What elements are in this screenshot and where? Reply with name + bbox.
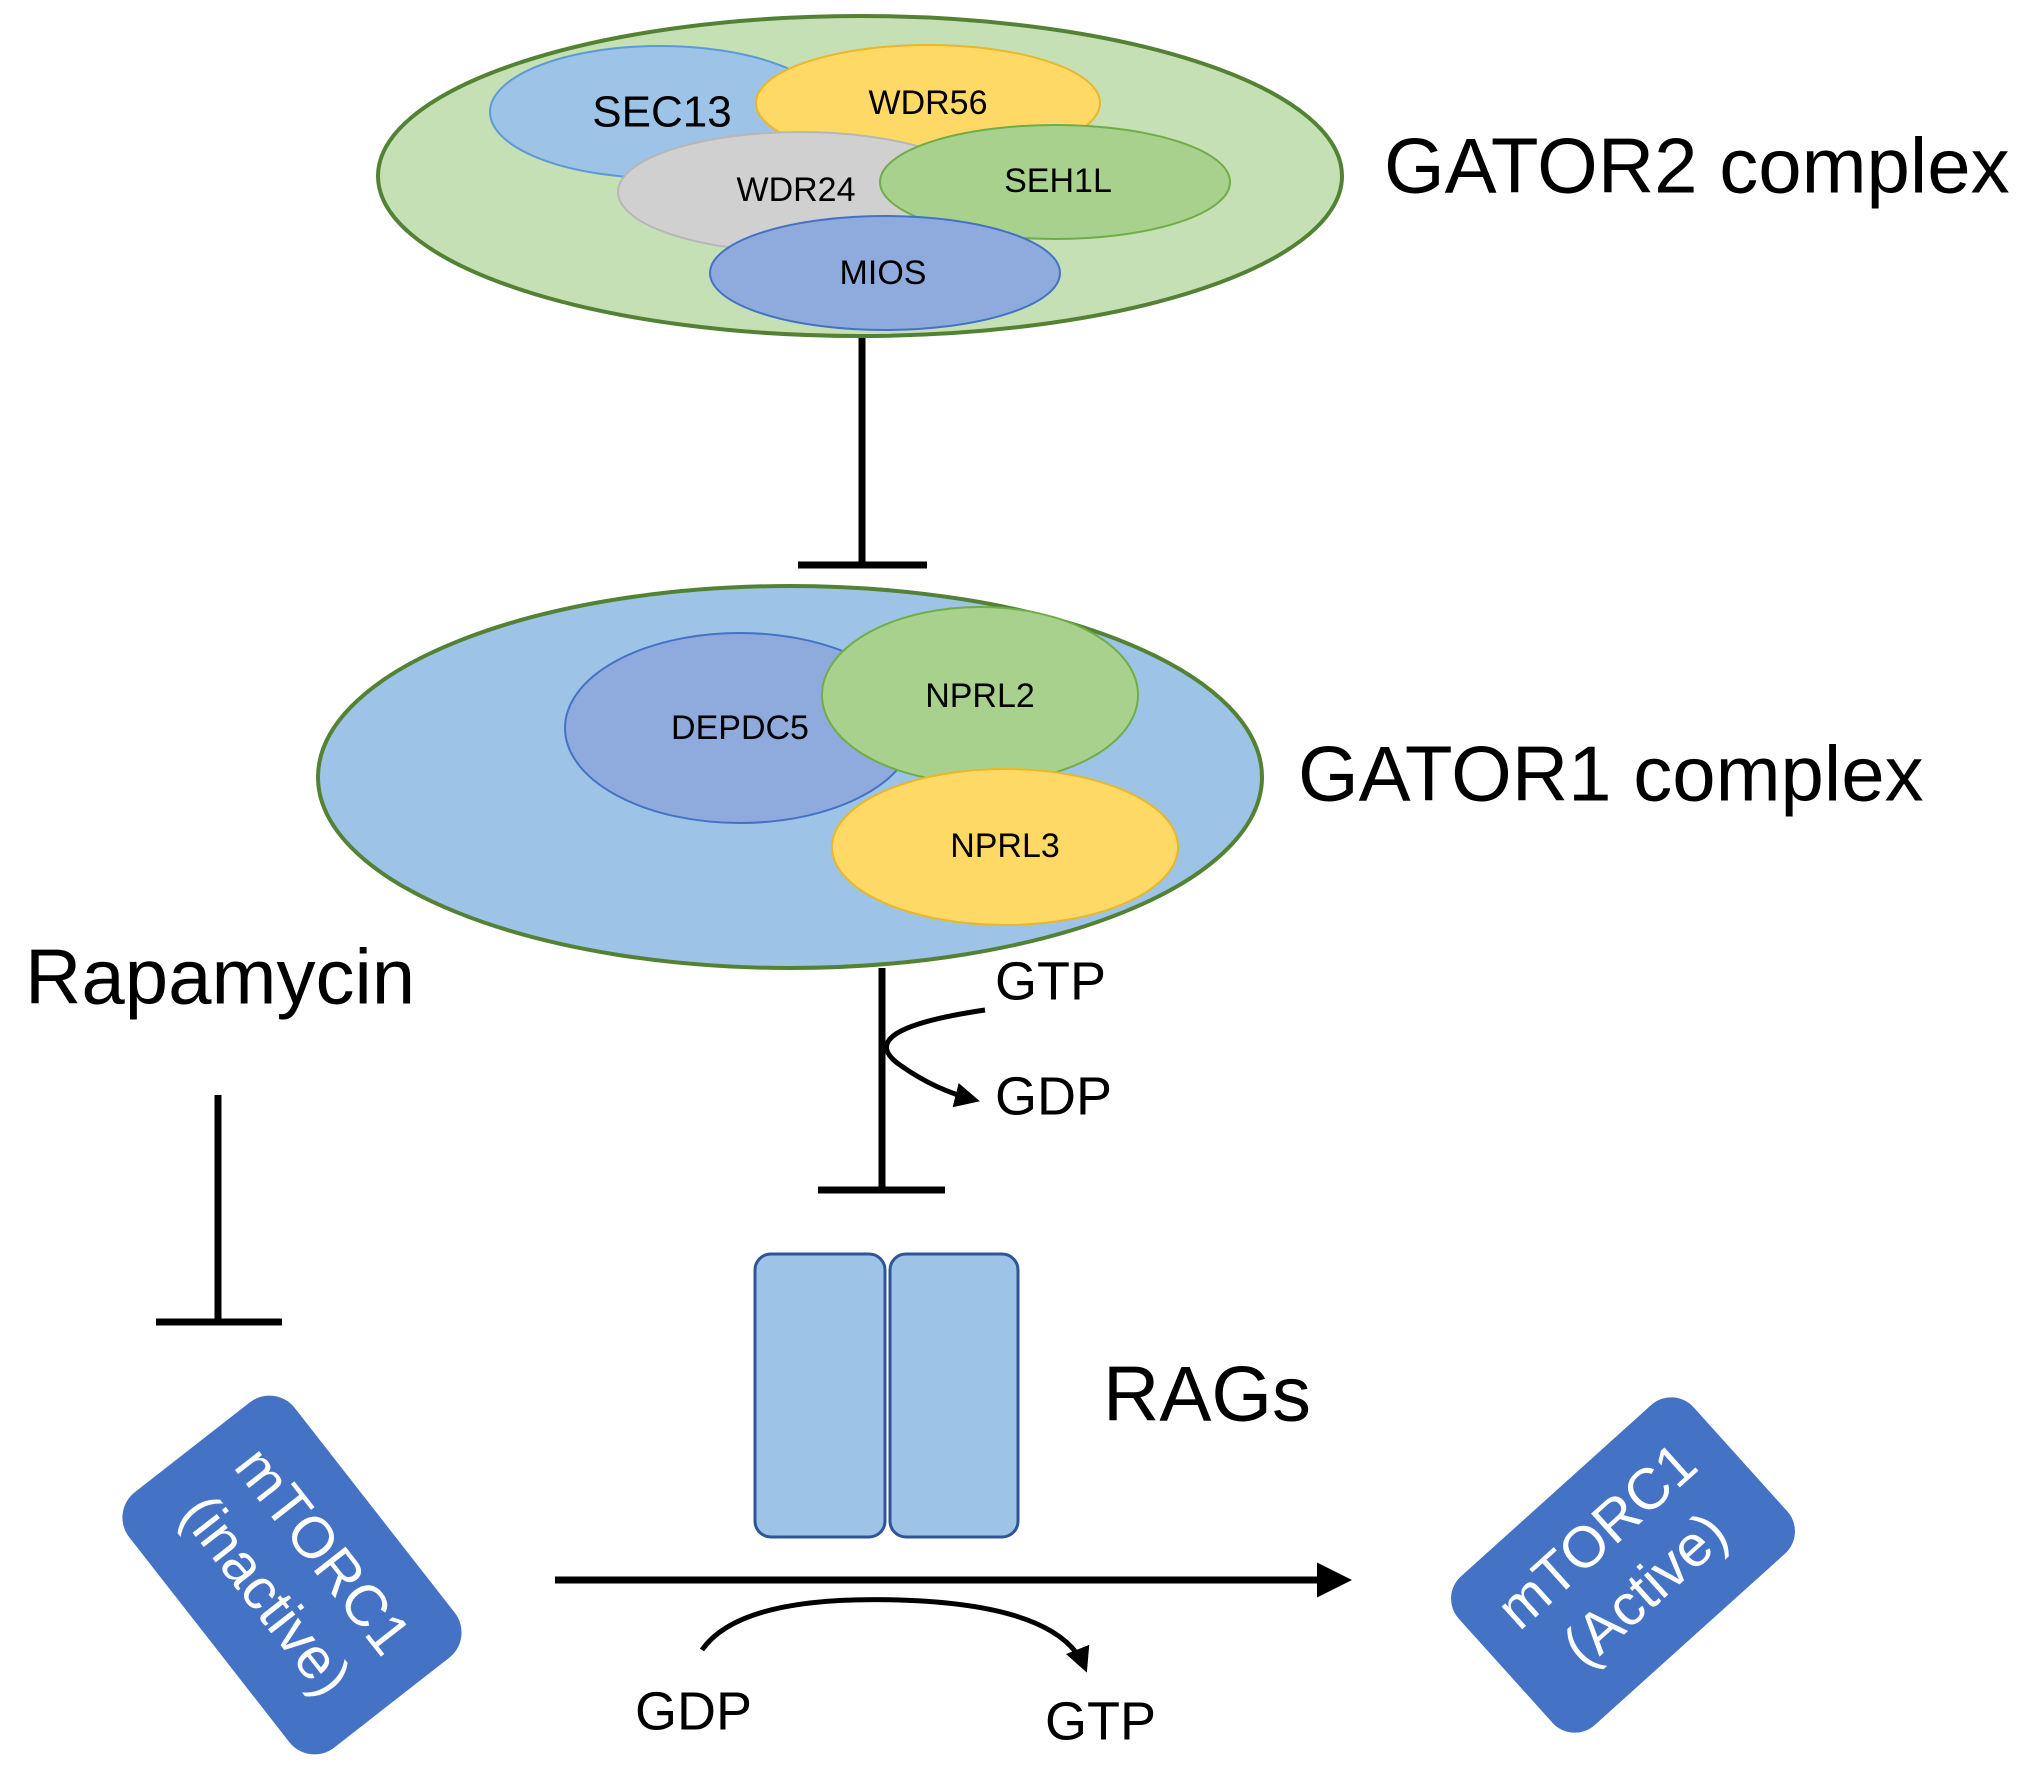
- rags-label: RAGs: [1103, 1350, 1311, 1438]
- gator1-complex: DEPDC5 NPRL2 NPRL3: [316, 584, 1264, 970]
- gator2-complex: SEC13 WDR56 WDR24 SEH1L MIOS: [376, 14, 1344, 338]
- wdr56-label: WDR56: [868, 84, 987, 122]
- seh1l-subunit: [879, 124, 1231, 240]
- rag-subunit-left: [753, 1252, 887, 1539]
- nprl2-label: NPRL2: [925, 677, 1035, 715]
- mtorc1-inactive-box: mTORC1 (inactive): [122, 1395, 462, 1755]
- seh1l-label: SEH1L: [1004, 162, 1112, 200]
- gator1-title: GATOR1 complex: [1298, 730, 1924, 818]
- gator1-inhibits-rags: [818, 968, 945, 1194]
- gtp-label-upper: GTP: [995, 951, 1106, 1011]
- gtp-label-lower: GTP: [1045, 1691, 1156, 1751]
- nprl3-label: NPRL3: [950, 827, 1060, 865]
- rag-subunit-right: [888, 1252, 1020, 1539]
- mtorc1-active-box: mTORC1 (Active): [1451, 1397, 1795, 1733]
- gdp-to-gtp-arrow: [699, 1597, 1090, 1673]
- gator2-inhibits-gator1: [798, 338, 927, 569]
- gtp-to-gdp-arrow: [884, 1007, 986, 1108]
- gdp-label-lower: GDP: [635, 1681, 752, 1741]
- rags-heterodimer: [753, 1252, 1020, 1539]
- gdp-label-upper: GDP: [995, 1066, 1112, 1126]
- rapamycin-inhibits-mtorc1: [156, 1095, 282, 1326]
- mios-subunit: [709, 215, 1061, 331]
- nprl3-subunit: [831, 768, 1179, 926]
- gator2-title: GATOR2 complex: [1384, 122, 2010, 210]
- depdc5-label: DEPDC5: [671, 709, 809, 747]
- sec13-label: SEC13: [592, 88, 731, 137]
- wdr24-label: WDR24: [736, 171, 855, 209]
- rapamycin-label: Rapamycin: [25, 933, 415, 1021]
- mios-label: MIOS: [840, 254, 927, 292]
